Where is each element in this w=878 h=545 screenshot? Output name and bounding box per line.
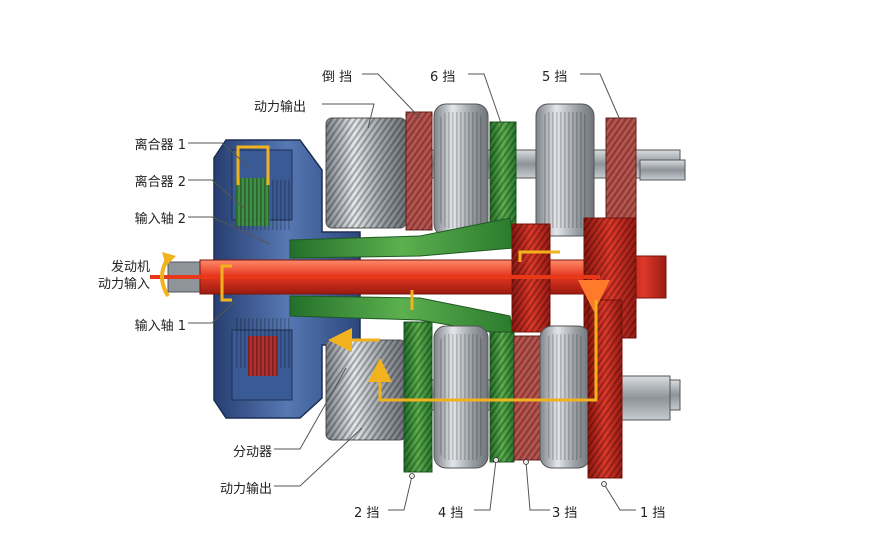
gear-3 [513, 335, 543, 461]
power-output-gear-top [325, 117, 407, 229]
leader-lines [188, 73, 636, 511]
power-flow-red-path [150, 275, 610, 312]
gear-2 [403, 321, 433, 473]
label-engine-input-line1: 发动机 [110, 260, 150, 275]
transfer-gear [325, 339, 407, 441]
label-engine-input: 发动机 动力输入 [60, 259, 150, 293]
label-gear-4: 4 挡 [438, 506, 464, 521]
label-gear-3: 3 挡 [552, 506, 578, 521]
label-transfer: 分动器 [232, 445, 272, 460]
gear-5 [605, 117, 637, 231]
reverse-gear [405, 111, 433, 231]
gear-4 [489, 331, 515, 463]
clutch-2-plates [248, 336, 278, 376]
gear-1 [587, 299, 623, 479]
label-input-shaft-1: 输入轴 1 [134, 319, 186, 334]
label-gear-5: 5 挡 [542, 70, 568, 85]
label-power-output-bottom: 动力输出 [219, 482, 272, 497]
synchro-lower-2 [539, 325, 591, 469]
leader-dots [409, 457, 607, 487]
power-flow-yellow-path [220, 145, 598, 402]
label-clutch-2: 离合器 2 [134, 175, 186, 190]
label-clutch-1: 离合器 1 [134, 138, 186, 153]
label-engine-input-line2: 动力输入 [97, 277, 150, 292]
gear-6 [489, 121, 517, 227]
synchro-lower-1 [433, 325, 489, 469]
label-gear-6: 6 挡 [430, 70, 456, 85]
engine-input-arrow-icon [160, 252, 176, 298]
label-gear-1: 1 挡 [640, 506, 666, 521]
synchro-upper-2 [535, 103, 595, 237]
label-gear-2: 2 挡 [354, 506, 380, 521]
clutch-1-plates [236, 178, 270, 226]
label-reverse-gear: 倒 挡 [322, 70, 353, 85]
label-input-shaft-2: 输入轴 2 [134, 212, 186, 227]
synchro-upper-1 [433, 103, 489, 237]
label-power-output-top: 动力输出 [254, 100, 307, 115]
